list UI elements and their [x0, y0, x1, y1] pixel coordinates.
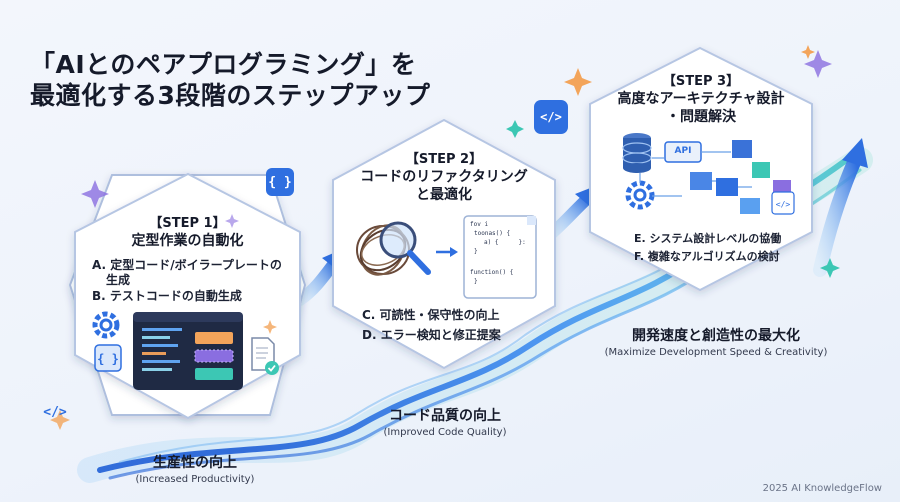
- step1-hexagon-shape: [74, 172, 301, 420]
- database-icon: [622, 133, 652, 173]
- step2-item-c: C. 可読性・保守性の向上: [362, 308, 500, 322]
- gear-icon: [92, 311, 120, 339]
- step1-title: 定型作業の自動化: [131, 233, 244, 249]
- outcome-step1-en: (Increased Productivity): [135, 474, 255, 485]
- step2-title-line2: と最適化: [416, 187, 472, 203]
- step3-title-line1: 高度なアーキテクチャ設計: [617, 91, 785, 107]
- svg-text:</>: </>: [776, 200, 791, 209]
- outcome-step2: コード品質の向上 (Improved Code Quality): [350, 405, 540, 438]
- arrow-final-up: [813, 138, 868, 277]
- code-line: function() {: [470, 269, 514, 276]
- braces-icon: { }: [266, 168, 294, 196]
- clean-code-text: fov i toonas() { a) {}: } function() { }: [470, 220, 526, 286]
- svg-text:{ }: { }: [97, 352, 119, 366]
- document-check-icon: [251, 337, 279, 375]
- outcome-step3: 開発速度と創造性の最大化 (Maximize Development Speed…: [596, 325, 836, 358]
- outcome-step1-jp: 生産性の向上: [153, 455, 237, 471]
- outcome-step3-jp: 開発速度と創造性の最大化: [632, 328, 800, 344]
- step1-illustration: { }: [92, 311, 279, 390]
- step1-item-b: B. テストコードの自動生成: [92, 289, 242, 303]
- code-tag-icon: </>: [534, 100, 568, 134]
- clean-code-doc: [463, 215, 537, 299]
- page-title-line1: 「AIとのペアプログラミング」を: [30, 50, 417, 79]
- code-line: fov i: [470, 221, 489, 228]
- step1-item-a-cont: 生成: [106, 273, 131, 287]
- code-line: a) {: [484, 239, 499, 246]
- outcome-step3-en: (Maximize Development Speed & Creativity…: [604, 347, 828, 358]
- outcome-step1: 生産性の向上 (Increased Productivity): [100, 452, 290, 485]
- page-title-line2: 最適化する3段階のステップアップ: [30, 81, 431, 110]
- step1-label: 【STEP 1】: [149, 216, 226, 231]
- step2-item-d: D. エラー検知と修正提案: [362, 328, 501, 342]
- step2-label: 【STEP 2】: [405, 152, 483, 167]
- step2-title-line1: コードのリファクタリング: [360, 169, 528, 185]
- braces-box: [94, 344, 122, 372]
- code-line: }:: [518, 239, 526, 246]
- magnifier-icon: [379, 221, 431, 275]
- api-label: API: [674, 146, 692, 156]
- outcome-step2-en: (Improved Code Quality): [383, 427, 507, 438]
- code-tag-icon: </>: [43, 404, 67, 420]
- step2-hexagon: [332, 118, 556, 370]
- code-line: }: [474, 248, 478, 255]
- step3-illustration: </>: [622, 133, 795, 215]
- step3-title-line2: ・問題解決: [666, 109, 736, 125]
- step1-item-a: A. 定型コード/ボイラープレートの: [92, 258, 282, 272]
- step3-item-f: F. 複雑なアルゴリズムの検討: [634, 250, 780, 263]
- footer-credit: 2025 AI KnowledgeFlow: [762, 483, 882, 494]
- sparkle-icon: [50, 45, 840, 430]
- outcome-step2-jp: コード品質の向上: [389, 408, 501, 424]
- cube-icon: [690, 140, 791, 214]
- code-line: }: [474, 278, 478, 285]
- step3-hexagon: [589, 46, 813, 292]
- code-line: toonas() {: [474, 230, 511, 237]
- step3-item-e: E. システム設計レベルの協働: [634, 232, 782, 245]
- step3-label: 【STEP 3】: [662, 74, 740, 89]
- step2-illustration: [356, 215, 537, 299]
